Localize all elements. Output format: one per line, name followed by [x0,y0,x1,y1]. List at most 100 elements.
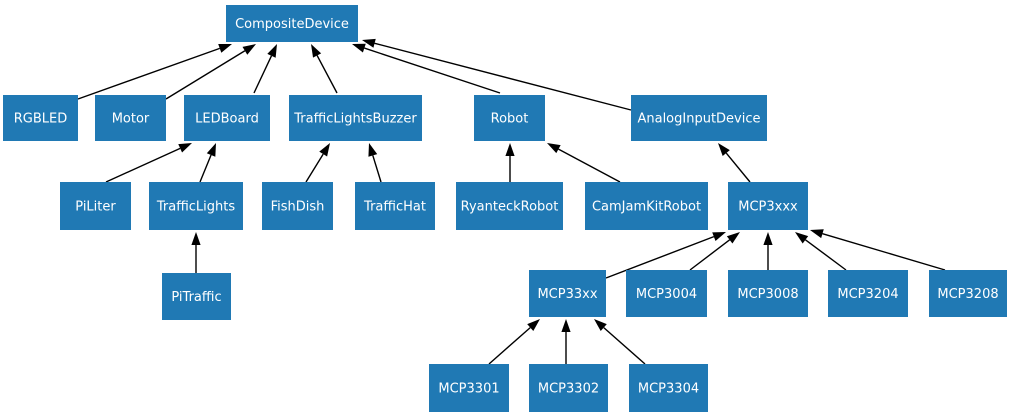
edge-line [374,42,632,111]
arrowhead-icon [763,232,773,245]
arrowhead-icon [352,43,366,53]
class-node-pitraffic[interactable]: PiTraffic [162,273,231,320]
edge-line [364,47,501,94]
node-rect[interactable] [95,95,166,141]
class-node-mcp3008[interactable]: MCP3008 [728,270,808,317]
node-rect[interactable] [162,273,231,320]
node-rect[interactable] [429,364,509,412]
class-node-compositedevice[interactable]: CompositeDevice [226,5,358,42]
node-rect[interactable] [474,95,545,141]
arrowhead-icon [718,143,730,156]
arrowhead-icon [191,232,201,245]
node-rect[interactable] [456,182,563,230]
arrowhead-icon [218,44,232,53]
node-rect[interactable] [529,364,608,412]
arrowhead-icon [726,232,740,244]
class-node-ledboard[interactable]: LEDBoard [184,95,270,141]
edge-mcp3008-to-mcp3xxx [763,232,773,270]
arrowhead-icon [795,232,809,244]
class-node-mcp3204[interactable]: MCP3204 [828,270,908,317]
edge-mcp3301-to-mcp33xx [488,319,540,365]
edge-motor-to-compositedevice [165,44,256,100]
edge-line [558,148,621,183]
arrowhead-icon [547,143,561,154]
edge-mcp33xx-to-mcp3xxx [605,232,726,279]
class-node-mcp3302[interactable]: MCP3302 [529,364,608,412]
node-rect[interactable] [631,95,767,141]
arrowhead-icon [561,319,571,332]
arrowhead-icon [267,44,277,58]
class-node-mcp3xxx[interactable]: MCP3xxx [728,182,808,230]
class-node-mcp3004[interactable]: MCP3004 [626,270,707,317]
node-rect[interactable] [226,5,358,42]
edge-line [488,327,531,365]
class-node-traffichat[interactable]: TrafficHat [355,182,435,230]
edge-traffichat-to-trafficlightsbuzzer [368,143,382,183]
class-node-mcp3301[interactable]: MCP3301 [429,364,509,412]
class-node-camjamkitrobot[interactable]: CamJamKitRobot [585,182,708,230]
edge-line [165,50,246,100]
class-node-piliter[interactable]: PiLiter [60,182,131,230]
arrowhead-icon [527,319,540,332]
arrowhead-icon [810,229,824,239]
edge-line [689,239,731,271]
arrowhead-icon [311,44,322,58]
arrowhead-icon [505,143,515,156]
node-rect[interactable] [149,182,243,230]
node-rect[interactable] [262,182,333,230]
node-rect[interactable] [3,95,78,141]
edge-line [605,235,715,279]
arrowhead-icon [242,44,256,55]
class-node-motor[interactable]: Motor [95,95,166,141]
node-rect[interactable] [626,270,707,317]
edge-mcp3004-to-mcp3xxx [689,232,740,271]
class-node-fishdish[interactable]: FishDish [262,182,333,230]
edge-fishdish-to-trafficlightsbuzzer [305,143,330,183]
node-rect[interactable] [629,364,708,412]
arrowhead-icon [206,143,216,157]
node-rect[interactable] [289,95,422,141]
class-node-trafficlightsbuzzer[interactable]: TrafficLightsBuzzer [289,95,422,141]
class-node-rgbled[interactable]: RGBLED [3,95,78,141]
edge-mcp3204-to-mcp3xxx [795,232,847,271]
edge-rgbled-to-compositedevice [77,44,232,100]
class-node-analoginputdevice[interactable]: AnalogInputDevice [631,95,767,141]
arrowhead-icon [712,232,726,241]
edge-line [105,147,181,183]
edge-mcp3302-to-mcp33xx [561,319,571,364]
arrowhead-icon [319,143,330,157]
node-rect[interactable] [355,182,435,230]
edge-line [725,152,751,183]
node-rect[interactable] [184,95,270,141]
edges-layer [77,38,946,365]
node-rect[interactable] [828,270,908,317]
edge-mcp3304-to-mcp33xx [594,319,646,365]
node-rect[interactable] [728,182,808,230]
edge-trafficlights-to-ledboard [199,143,216,183]
edge-line [316,55,338,94]
edge-ryanteckrobot-to-robot [505,143,515,182]
edge-line [253,55,273,94]
class-node-mcp33xx[interactable]: MCP33xx [529,270,606,317]
edge-line [822,233,946,271]
class-node-mcp3208[interactable]: MCP3208 [929,270,1007,317]
node-rect[interactable] [529,270,606,317]
arrowhead-icon [362,38,376,48]
edge-line [305,153,324,183]
node-rect[interactable] [929,270,1007,317]
edge-line [603,327,646,365]
node-rect[interactable] [585,182,708,230]
arrowhead-icon [178,143,192,153]
class-node-mcp3304[interactable]: MCP3304 [629,364,708,412]
edge-mcp3xxx-to-analoginputdevice [718,143,751,183]
class-node-robot[interactable]: Robot [474,95,545,141]
node-rect[interactable] [728,270,808,317]
arrowhead-icon [594,319,607,332]
edge-camjamkitrobot-to-robot [547,143,621,183]
class-node-ryanteckrobot[interactable]: RyanteckRobot [456,182,563,230]
node-rect[interactable] [60,182,131,230]
class-node-trafficlights[interactable]: TrafficLights [149,182,243,230]
